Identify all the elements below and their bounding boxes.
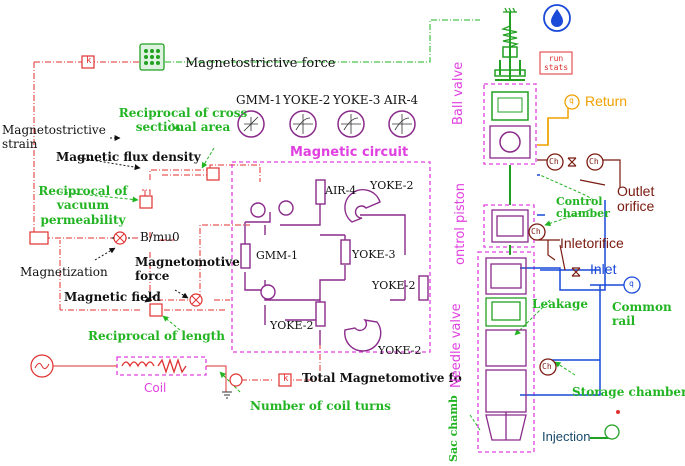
needle-valve-label: Needle valve (449, 303, 464, 388)
injection-label: Injection (542, 429, 591, 444)
magnetic-circuit-box (231, 161, 431, 353)
magnetization-label: Magnetization (20, 265, 108, 279)
return-label: Return (585, 93, 628, 109)
ball-valve-label: Ball valve (451, 61, 466, 125)
ch-glyph-1: Ch (549, 157, 559, 166)
gain-k-glyph-2: k (283, 374, 289, 384)
control-chamber-label: Control chamber (556, 195, 610, 221)
magnetic-field-label: Magnetic field (64, 290, 161, 304)
inlet-orifice-label: Inletorifice (560, 235, 624, 251)
force-to-mechanical (165, 19, 480, 63)
magnetic-circuit-title: Magnetic circuit (290, 145, 409, 160)
leakage-label: Leakage (532, 297, 588, 311)
reciprocal-area-label: Reciprocal of cross sectional area (118, 106, 248, 135)
yoke2-circuit-label-c: YOKE-2 (270, 319, 314, 332)
return-q-glyph: q (569, 96, 574, 105)
gain-block-force (81, 55, 95, 69)
gain-block-mu0 (139, 195, 153, 209)
total-mmf-label: Total Magnetomotive fo (302, 371, 462, 385)
gain-block-turns (278, 373, 292, 387)
ch-glyph-3: Ch (531, 227, 541, 236)
yoke2-circuit-label-d: YOKE-2 (378, 344, 422, 357)
ch-glyph-2: Ch (589, 157, 599, 166)
yoke3-graph-label: YOKE-3 (333, 93, 381, 107)
b-mu0-label: B/mu0 (140, 230, 180, 244)
ch-glyph-4: Ch (542, 362, 552, 371)
gain-block-area (206, 167, 220, 181)
magnetostrictive-force-label: Magnetostrictive force (185, 56, 336, 71)
yoke2-circuit-label-b: YOKE-2 (372, 279, 416, 292)
ball-valve-box (483, 83, 537, 165)
yoke-shape-upper (344, 189, 381, 223)
air4-graph-label: AIR-4 (384, 93, 419, 107)
magnetostrictive-strain-label: Magnetostrictive strain (2, 123, 106, 151)
coil-label: Coil (144, 381, 167, 395)
function-block (29, 231, 49, 245)
needle-valve-box (477, 251, 535, 453)
gmm1-circuit-label: GMM-1 (256, 249, 299, 262)
inlet-label: Inlet (590, 261, 617, 277)
yoke-shape-lower (344, 319, 382, 352)
gain-k-glyph-1: k (86, 56, 92, 66)
gmm1-graph-label: GMM-1 (236, 93, 282, 107)
yoke2-graph-label: YOKE-2 (283, 93, 331, 107)
number-of-coil-turns-label: Number of coil turns (250, 399, 391, 413)
reciprocal-vacuum-label: Reciprocal of vacuum permeability (38, 184, 128, 227)
storage-chamber-label: Storage chamber (572, 385, 685, 399)
common-rail-label: Common rail (612, 300, 672, 329)
common-rail-q-glyph: q (629, 279, 634, 288)
outlet-orifice-label: Outlet orifice (617, 183, 655, 215)
fluid-drop-icon (543, 4, 571, 32)
reciprocal-length-label: Reciprocal of length (88, 329, 225, 343)
magnetostrictive-force-block (139, 43, 165, 71)
magnetic-flux-density-label: Magnetic flux density (56, 150, 201, 164)
control-piston-label: ontrol piston (453, 183, 468, 265)
run-stats-label[interactable]: run stats (543, 54, 569, 72)
magnetomotive-force-label: Magnetomotive force (135, 255, 240, 283)
sac-chamber-label: Sac chamb (447, 395, 460, 462)
air4-circuit-label: AIR-4 (325, 184, 357, 197)
gain-block-length (149, 303, 163, 317)
yoke3-circuit-label: YOKE-3 (352, 248, 396, 261)
yoke2-circuit-label-a: YOKE-2 (370, 179, 414, 192)
